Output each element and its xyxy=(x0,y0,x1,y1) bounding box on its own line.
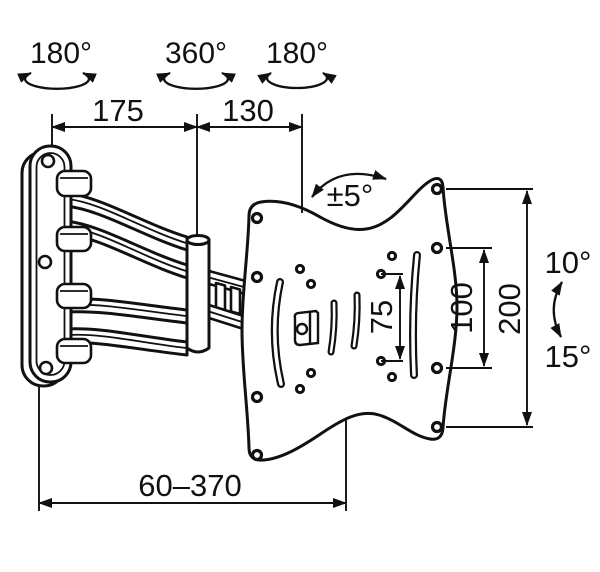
vesa-hole-left-3 xyxy=(250,390,264,404)
dimension-vesa-inner: 75 xyxy=(364,273,405,362)
rotation-arrow-icon xyxy=(257,72,337,90)
rotation-middle-label: 360° xyxy=(165,37,227,70)
dimension-extension-range: 60–370 xyxy=(38,386,347,511)
dim-175-label: 175 xyxy=(92,93,144,128)
vesa-small-holes xyxy=(294,250,398,395)
small-hole-1 xyxy=(294,263,306,275)
small-hole-4 xyxy=(294,383,306,395)
dimension-vesa-hole-spacing: 100 xyxy=(444,247,492,369)
hinge-block-3 xyxy=(55,282,93,310)
vesa-hole-right-2 xyxy=(430,241,444,255)
dimension-wall-to-joint: 175 xyxy=(51,93,198,235)
rotation-left-label: 180° xyxy=(30,37,92,70)
arc-slot-left-inner xyxy=(273,280,283,386)
vesa-plate xyxy=(240,177,459,462)
articulating-arm-lower xyxy=(64,297,189,357)
vesa-hole-left-1 xyxy=(250,211,264,225)
tilt-arrow-icon xyxy=(550,281,563,338)
vesa-corner-holes xyxy=(250,182,444,462)
wall-plate-center-hole xyxy=(37,254,53,270)
hinge-blocks xyxy=(55,169,93,365)
cable-clip-icon xyxy=(293,309,320,347)
tilt-down-label: 15° xyxy=(545,339,592,374)
joint-pillar xyxy=(185,234,211,354)
rotation-indicator-left: 180° xyxy=(17,37,97,90)
hinge-block-2 xyxy=(55,225,93,253)
pillar-body xyxy=(185,238,211,354)
vesa-arc-slots xyxy=(270,251,421,388)
wall-plate-inner-contour xyxy=(35,152,66,376)
center-slot-2-inner xyxy=(352,293,359,348)
pillar-top-cap xyxy=(185,234,211,246)
rotation-arrow-icon xyxy=(156,71,236,90)
arc-slot-right-inner xyxy=(411,253,419,377)
dimension-plate-hole-span: 200 xyxy=(446,188,533,428)
dimension-joint-to-plate: 130 xyxy=(196,93,303,213)
vesa-hole-right-4 xyxy=(430,420,444,434)
vesa-hole-left-2 xyxy=(250,270,264,284)
hinge-block-4 xyxy=(55,337,93,365)
small-hole-2 xyxy=(305,278,317,290)
tilt-up-label: 10° xyxy=(545,245,592,280)
center-slot-1-inner xyxy=(329,301,336,354)
cable-clip-hole xyxy=(295,322,309,336)
rotation-indicator-middle: 360° xyxy=(156,37,236,90)
wall-plate-top-hole xyxy=(40,153,56,169)
wall-plate-bottom-hole xyxy=(38,360,54,376)
link-arm-strut-1 xyxy=(214,281,227,312)
small-hole-3 xyxy=(305,367,317,379)
rotation-right-label: 180° xyxy=(266,37,328,70)
vesa-hole-left-4 xyxy=(250,448,264,462)
dim-75-label: 75 xyxy=(364,300,399,334)
hinge-block-1 xyxy=(55,169,93,198)
lower-arm-bar-2-edge xyxy=(67,333,187,349)
link-arm-strut-2 xyxy=(229,285,242,316)
vesa-hole-right-3 xyxy=(430,361,444,375)
dim-200-label: 200 xyxy=(492,283,527,335)
cable-clip-body xyxy=(293,309,320,347)
dim-100-label: 100 xyxy=(444,282,479,334)
swivel-arrow-icon xyxy=(311,170,387,198)
rotation-indicator-right: 180° xyxy=(257,37,337,90)
small-hole-8 xyxy=(386,371,398,383)
tilt-angle-annotation: 10° 15° xyxy=(545,245,592,374)
vesa-center-slots xyxy=(327,291,361,356)
vesa-hole-right-1 xyxy=(430,182,444,196)
rotation-arrow-icon xyxy=(17,71,97,90)
swivel-angle-label: ±5° xyxy=(327,178,374,213)
dim-130-label: 130 xyxy=(222,93,274,128)
upper-arm-bar-1-edge xyxy=(67,198,187,244)
swivel-angle-annotation: ±5° xyxy=(311,170,387,213)
dim-60-370-label: 60–370 xyxy=(138,468,241,503)
small-hole-5 xyxy=(386,250,398,262)
wall-plate xyxy=(20,144,93,388)
